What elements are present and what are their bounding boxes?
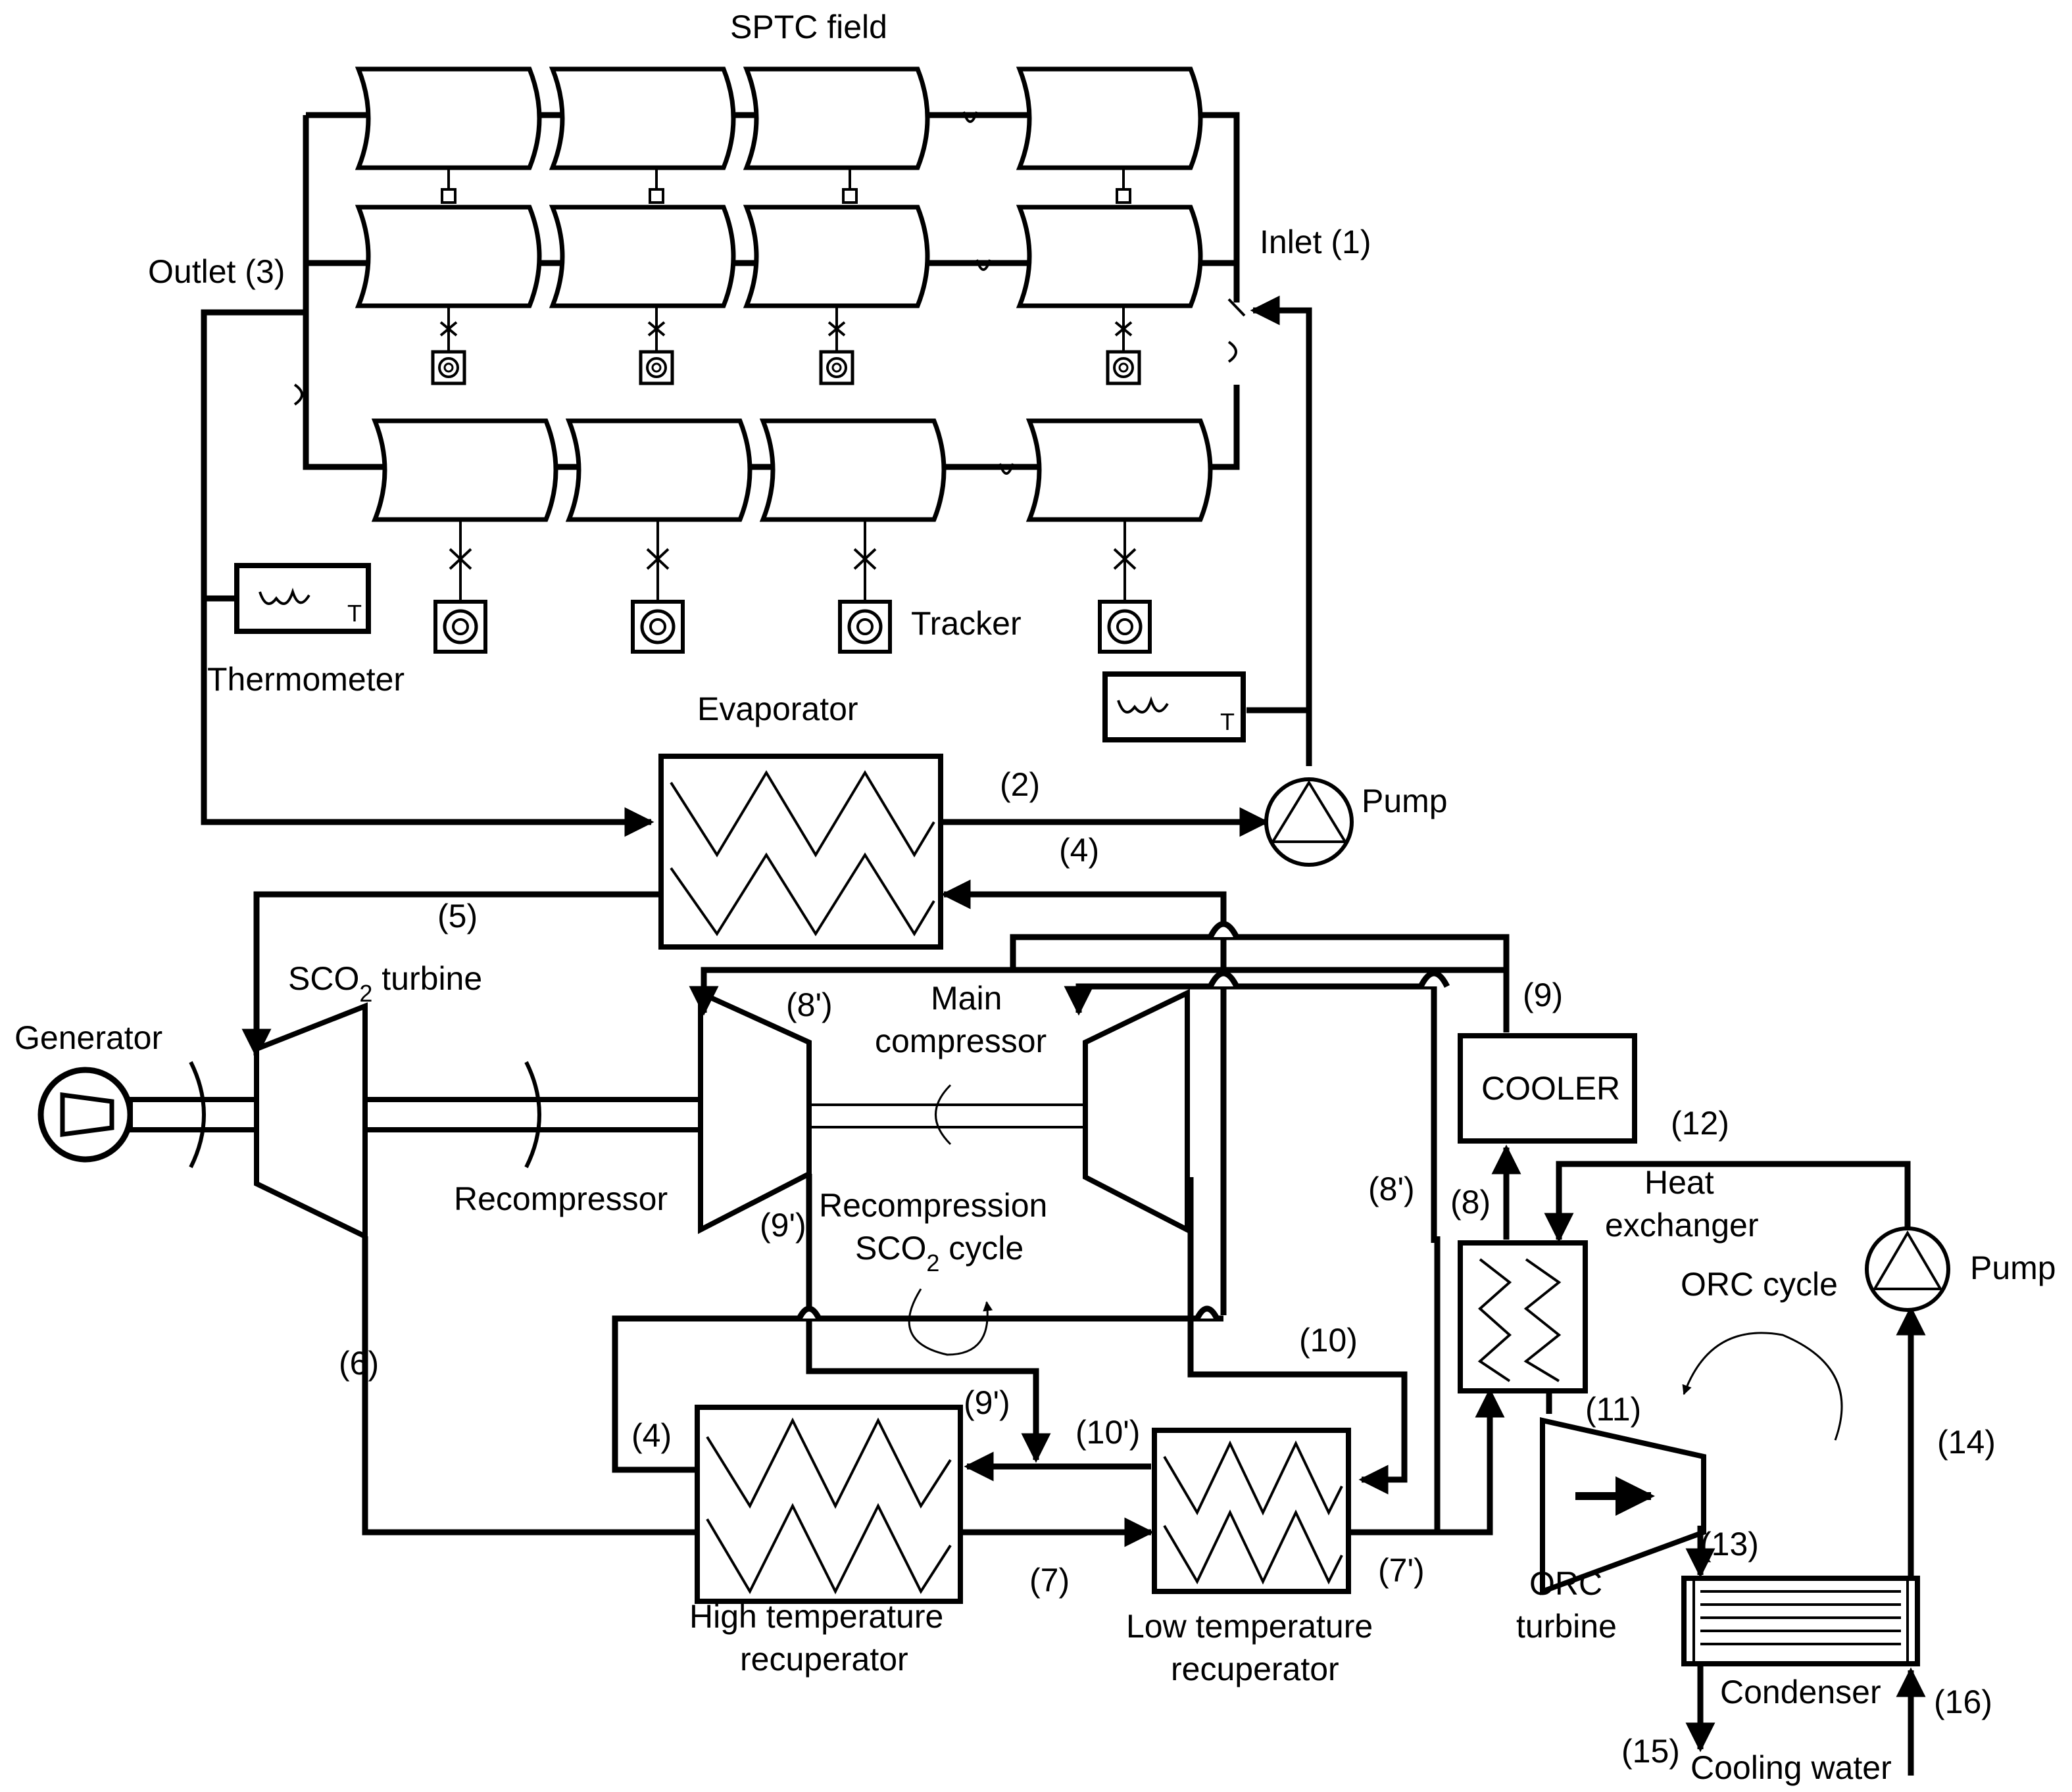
ltr-label-2: recuperator: [1171, 1651, 1339, 1687]
pump-orc: [1865, 1226, 1950, 1312]
state-11-label: (11): [1585, 1391, 1641, 1428]
pump-solar: [1264, 777, 1354, 867]
cooler-label: COOLER: [1481, 1070, 1620, 1107]
cooling-water-label: Cooling water: [1690, 1749, 1892, 1786]
state-10p-label: (10'): [1075, 1414, 1140, 1451]
generator: [37, 1067, 134, 1163]
high-temperature-recuperator: [695, 1405, 963, 1604]
line-state-9: [1010, 934, 1510, 1032]
recompression-cycle-label-2: SCO2 cycle: [855, 1230, 1024, 1276]
state-10-label: (10): [1299, 1322, 1358, 1359]
evaporator-label: Evaporator: [697, 690, 858, 727]
state-2-label: (2): [1000, 766, 1040, 803]
state-12-label: (12): [1671, 1105, 1729, 1142]
line-state-12: [1544, 1161, 1911, 1243]
outlet-label: Outlet (3): [148, 253, 285, 290]
state-9-label: (9): [1523, 977, 1563, 1013]
thermometer-right-t: T: [1220, 708, 1235, 735]
heat-exchanger-label-1: Heat: [1644, 1164, 1714, 1201]
inlet-line: T: [1102, 295, 1312, 766]
orc-turbine-label-2: turbine: [1516, 1608, 1617, 1645]
state-13-label: (13): [1700, 1526, 1759, 1562]
state-16-label: (16): [1934, 1683, 1992, 1720]
large-trackers: [435, 520, 1150, 652]
line-state-4-loop: [612, 1315, 1223, 1473]
main-compressor-label-1: Main: [931, 980, 1002, 1017]
condenser: [1681, 1576, 1920, 1666]
htr-label-2: recuperator: [740, 1641, 908, 1678]
state-4-left-label: (4): [631, 1417, 672, 1454]
orc-cycle-arrow: [1682, 1332, 1843, 1441]
thermometer-left-t: T: [347, 600, 362, 627]
sco2-turbine: [254, 1002, 368, 1241]
thermometer-left: T: [204, 563, 371, 634]
thermometer-label: Thermometer: [207, 661, 405, 698]
pump-solar-label: Pump: [1362, 783, 1448, 819]
collector-row-1: [358, 69, 1200, 168]
pump-orc-label: Pump: [1970, 1249, 2056, 1286]
sptc-field: [293, 69, 1246, 652]
cooler: COOLER: [1458, 1033, 1637, 1144]
row-connectors: [441, 170, 1131, 204]
outlet-line: [201, 309, 654, 837]
htr-label-1: High temperature: [689, 1598, 943, 1635]
small-trackers: [433, 306, 1139, 383]
state-8-label: (8): [1450, 1184, 1491, 1221]
ltr-label-1: Low temperature: [1126, 1608, 1373, 1645]
state-9p-mid-label: (9'): [964, 1384, 1010, 1421]
line-state-5: [241, 891, 661, 1059]
main-compressor-label-2: compressor: [875, 1023, 1047, 1059]
state-8p-right-label: (8'): [1368, 1171, 1415, 1207]
orc-turbine: [1540, 1417, 1706, 1595]
recompressor-label: Recompressor: [454, 1180, 668, 1217]
state-6-label: (6): [339, 1345, 379, 1382]
sco2-turbine-label: SCO2 turbine: [288, 960, 482, 1007]
line-main-compressor-in: [1064, 983, 1437, 1243]
evaporator: [658, 754, 943, 950]
line-state-7p: [1348, 1236, 1441, 1536]
recompressor: [698, 988, 812, 1234]
sptc-field-label: SPTC field: [730, 9, 887, 45]
inlet-label: Inlet (1): [1260, 224, 1371, 260]
line-state-6: [362, 1236, 697, 1536]
recompression-cycle-label-1: Recompression: [819, 1187, 1047, 1224]
main-compressor: [1083, 988, 1190, 1234]
tracker-label: Tracker: [911, 605, 1022, 642]
heat-exchanger-label-2: exchanger: [1605, 1207, 1759, 1244]
collector-row-3: [375, 421, 1210, 520]
state-15-label: (15): [1621, 1733, 1680, 1770]
line-state-4: [941, 879, 1227, 1315]
state-8p-top-label: (8'): [786, 986, 833, 1023]
orc-turbine-label-1: ORC: [1529, 1565, 1602, 1602]
condenser-label: Condenser: [1720, 1674, 1881, 1710]
orc-cycle-label: ORC cycle: [1681, 1266, 1838, 1303]
state-9p-left-label: (9'): [760, 1207, 806, 1244]
state-7-label: (7): [1029, 1562, 1070, 1599]
line-state-7p-hx: [1437, 1388, 1505, 1536]
line-state-9p: [806, 1174, 1051, 1463]
collector-row-2: [358, 207, 1200, 306]
state-14-label: (14): [1937, 1424, 1996, 1461]
state-7p-label: (7'): [1378, 1552, 1425, 1589]
orc-heat-exchanger: [1458, 1240, 1588, 1393]
low-temperature-recuperator: [1152, 1428, 1351, 1594]
recompression-cycle-arrow: [908, 1288, 993, 1356]
line-state-10: [1187, 1177, 1408, 1495]
generator-label: Generator: [14, 1019, 162, 1056]
state-5-label: (5): [437, 898, 478, 934]
state-4-top-label: (4): [1059, 832, 1099, 869]
